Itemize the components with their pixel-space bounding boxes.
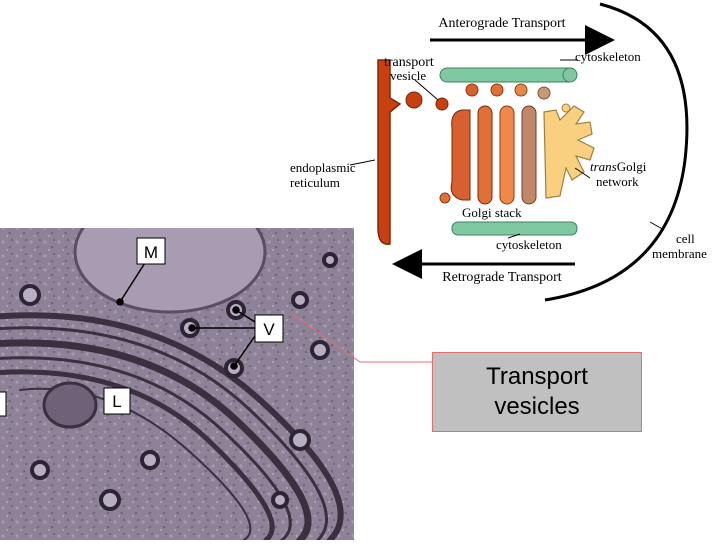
svg-text:M: M — [144, 243, 158, 262]
cytoskeleton-bottom — [452, 222, 577, 235]
transport-vesicles-callout: Transport vesicles — [432, 352, 642, 432]
er-label-2: reticulum — [290, 175, 340, 190]
label-partial — [0, 392, 6, 416]
trans-golgi-label-2: network — [596, 174, 639, 189]
label-v: V — [255, 315, 283, 342]
trans-golgi-network — [544, 106, 594, 198]
er-label-1: endoplasmic — [290, 160, 356, 175]
golgi-stack — [451, 106, 536, 204]
cytoskeleton-top-end — [563, 68, 577, 82]
mitochondrion-shape — [75, 192, 265, 312]
label-m: M — [137, 238, 165, 264]
lysosome-shape — [44, 383, 96, 427]
cell-membrane-label-2: membrane — [652, 246, 707, 261]
callout-line-2: vesicles — [494, 392, 579, 422]
callout-line-1: Transport — [486, 362, 588, 392]
anterograde-label: Anterograde Transport — [438, 16, 565, 31]
retrograde-label: Retrograde Transport — [442, 270, 561, 285]
label-l: L — [104, 388, 130, 414]
electron-micrograph: M V L — [0, 192, 354, 540]
transport-vesicle-label-2: vesicle — [390, 68, 426, 83]
cytoskeleton-top-label: cytoskeleton — [575, 49, 641, 64]
trans-golgi-label-1: transGolgi — [590, 159, 647, 174]
cytoskeleton-top — [440, 68, 575, 82]
svg-text:V: V — [263, 320, 275, 339]
golgi-stack-label: Golgi stack — [462, 205, 522, 220]
cell-membrane-label-1: cell — [676, 231, 695, 246]
cytoskeleton-bottom-label: cytoskeleton — [496, 237, 562, 252]
endoplasmic-reticulum — [378, 60, 400, 244]
svg-text:L: L — [112, 392, 121, 411]
